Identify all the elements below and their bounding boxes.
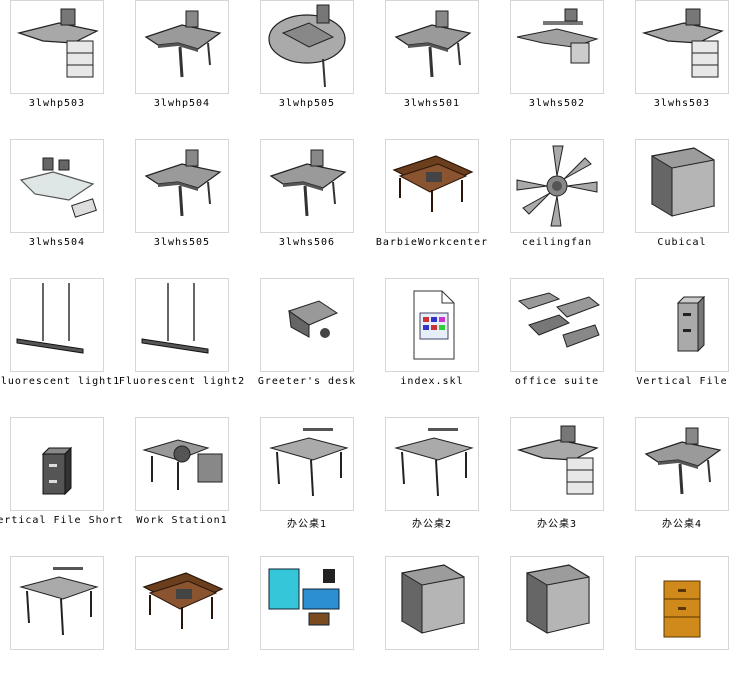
file-item[interactable]: office suite <box>500 278 625 417</box>
file-label: 3lwhs506 <box>278 237 336 248</box>
file-grid: 3lwhp503 3lwhp504 3lwhp505 3lwhs501 3lwhs502… <box>0 0 737 650</box>
file-label: Vertical File <box>636 376 728 387</box>
file-label: Fluorescent light1 <box>0 376 121 387</box>
file-item[interactable]: 办公桌3 <box>500 417 625 556</box>
file-label: 3lwhs505 <box>153 237 211 248</box>
file-item[interactable]: 3lwhp504 <box>125 0 250 139</box>
file-item[interactable]: ceilingfan <box>500 139 625 278</box>
file-label: index.skl <box>400 376 464 387</box>
desk-icon <box>385 0 479 94</box>
file-item[interactable]: 3lwhs501 <box>375 0 500 139</box>
desk-icon <box>635 417 729 511</box>
file-item[interactable] <box>375 556 500 695</box>
file-label: 3lwhs502 <box>528 98 586 109</box>
file-label: Work Station1 <box>136 515 228 526</box>
file-icon <box>385 278 479 372</box>
file-label: Vertical File Short <box>0 515 124 526</box>
desk-drawer-icon <box>510 417 604 511</box>
file-label: 办公桌3 <box>536 519 578 530</box>
cabinet-icon <box>635 278 729 372</box>
file-item[interactable]: 3lwhs502 <box>500 0 625 139</box>
table-icon <box>260 417 354 511</box>
wood-workcenter-icon <box>135 556 229 650</box>
desk-icon <box>260 139 354 233</box>
file-item[interactable]: 3lwhs505 <box>125 139 250 278</box>
file-item[interactable] <box>125 556 250 695</box>
file-label: 3lwhp503 <box>28 98 86 109</box>
file-label: 办公桌1 <box>286 519 328 530</box>
file-item[interactable]: index.skl <box>375 278 500 417</box>
workstation-icon <box>135 417 229 511</box>
file-item[interactable]: Greeter's desk <box>250 278 375 417</box>
table-icon <box>10 556 104 650</box>
file-label: Greeter's desk <box>257 376 357 387</box>
file-item[interactable]: Work Station1 <box>125 417 250 556</box>
cubical-icon <box>635 139 729 233</box>
file-label: Cubical <box>657 237 707 248</box>
desk-drawer-icon <box>635 0 729 94</box>
file-item[interactable]: 3lwhs504 <box>0 139 125 278</box>
desk-icon <box>135 139 229 233</box>
table-icon <box>385 417 479 511</box>
desk-drawer-icon <box>10 0 104 94</box>
cubical-icon <box>385 556 479 650</box>
file-label: 办公桌4 <box>661 519 703 530</box>
file-item[interactable]: 办公桌2 <box>375 417 500 556</box>
file-item[interactable]: 办公桌1 <box>250 417 375 556</box>
cubical-icon <box>510 556 604 650</box>
wood-workcenter-icon <box>385 139 479 233</box>
file-item[interactable]: 3lwhp505 <box>250 0 375 139</box>
file-item[interactable]: Vertical File <box>625 278 737 417</box>
wood-cabinet-icon <box>635 556 729 650</box>
file-label: 3lwhp505 <box>278 98 336 109</box>
colorful-workstation-icon <box>260 556 354 650</box>
file-label: ceilingfan <box>521 237 593 248</box>
office-suite-icon <box>510 278 604 372</box>
file-item[interactable]: 3lwhs506 <box>250 139 375 278</box>
file-item[interactable] <box>500 556 625 695</box>
desk-shelf-icon <box>510 0 604 94</box>
file-item[interactable]: Vertical File Short <box>0 417 125 556</box>
file-item[interactable] <box>625 556 737 695</box>
glass-desk-icon <box>10 139 104 233</box>
file-item[interactable]: 3lwhs503 <box>625 0 737 139</box>
file-item[interactable]: 3lwhp503 <box>0 0 125 139</box>
file-label: BarbieWorkcenter <box>375 237 489 248</box>
file-item[interactable]: Cubical <box>625 139 737 278</box>
file-label: 3lwhs503 <box>653 98 711 109</box>
file-item[interactable]: BarbieWorkcenter <box>375 139 500 278</box>
desk-icon <box>135 0 229 94</box>
file-item[interactable]: Fluorescent light2 <box>119 278 250 417</box>
light-icon <box>135 278 229 372</box>
cabinet-short-icon <box>10 417 104 511</box>
file-item[interactable] <box>250 556 375 695</box>
file-item[interactable]: 办公桌4 <box>625 417 737 556</box>
file-label: 3lwhs501 <box>403 98 461 109</box>
file-label: Fluorescent light2 <box>118 376 246 387</box>
file-label: 3lwhp504 <box>153 98 211 109</box>
small-desk-icon <box>260 278 354 372</box>
file-label: 办公桌2 <box>411 519 453 530</box>
file-label: office suite <box>514 376 600 387</box>
round-desk-icon <box>260 0 354 94</box>
ceiling-fan-icon <box>510 139 604 233</box>
file-label: 3lwhs504 <box>28 237 86 248</box>
file-item[interactable]: Fluorescent light1 <box>0 278 125 417</box>
light-icon <box>10 278 104 372</box>
file-item[interactable] <box>0 556 125 695</box>
